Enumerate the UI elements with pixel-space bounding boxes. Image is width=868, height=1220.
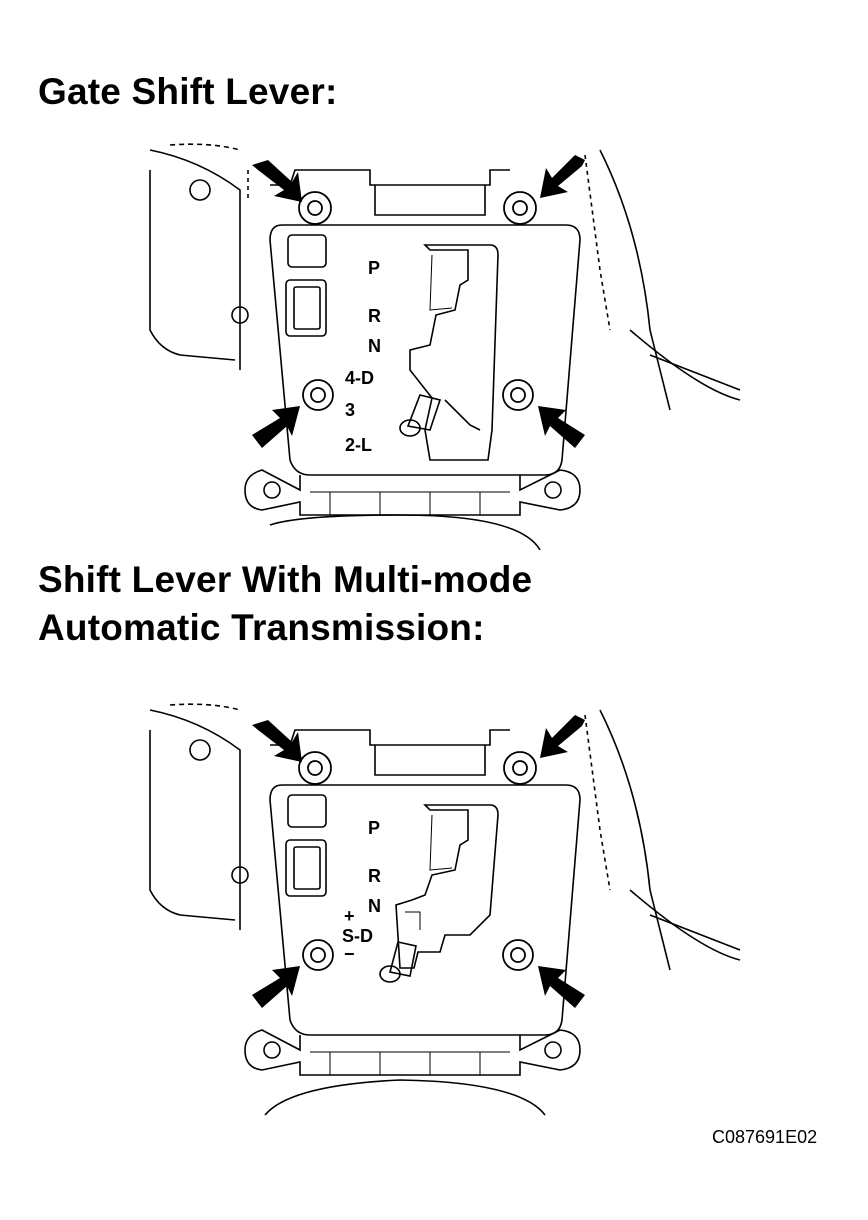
gate-position-2l: 2-L xyxy=(345,435,372,455)
multimode-minus: − xyxy=(344,944,355,964)
gate-shift-lever-diagram: P R N 4-D 3 2-L xyxy=(149,143,741,550)
gate-position-n: N xyxy=(368,336,381,356)
multimode-position-p: P xyxy=(368,818,380,838)
arrow-icon xyxy=(252,155,585,448)
multimode-shift-lever-diagram: P R N + S-D − xyxy=(149,703,741,1116)
multimode-position-n: N xyxy=(368,896,381,916)
gate-position-3: 3 xyxy=(345,400,355,420)
figure-code: C087691E02 xyxy=(712,1127,818,1147)
heading-multimode-line1: Shift Lever With Multi-mode xyxy=(38,559,533,600)
heading-multimode-line2: Automatic Transmission: xyxy=(38,607,485,648)
bolt-icon xyxy=(298,751,537,971)
heading-gate-shift-lever: Gate Shift Lever: xyxy=(38,71,338,112)
gate-position-p: P xyxy=(368,258,380,278)
bolt-icon xyxy=(298,191,537,411)
multimode-position-r: R xyxy=(368,866,381,886)
gate-position-4d: 4-D xyxy=(345,368,374,388)
gate-position-r: R xyxy=(368,306,381,326)
multimode-plus: + xyxy=(344,906,355,926)
multimode-position-sd: S-D xyxy=(342,926,373,946)
arrow-icon xyxy=(252,715,585,1008)
